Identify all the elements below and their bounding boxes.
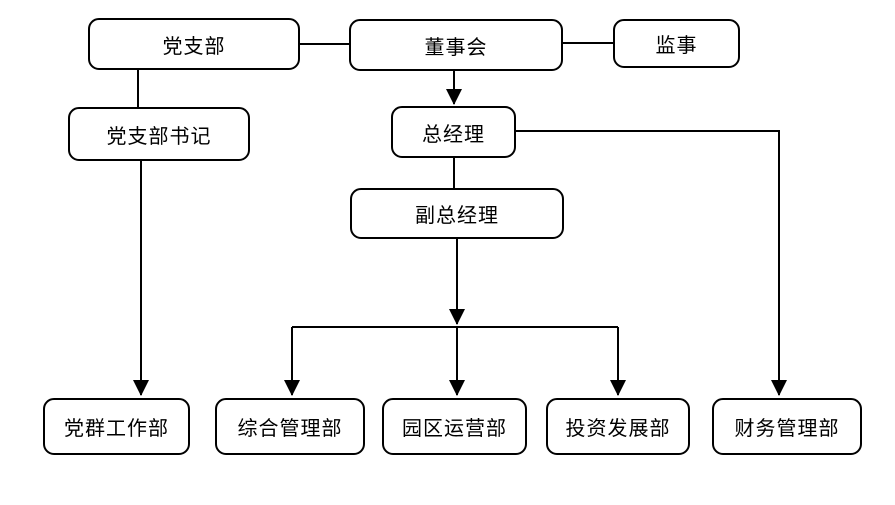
node-finance-management-dept: 财务管理部: [712, 398, 862, 455]
node-general-management-dept: 综合管理部: [215, 398, 365, 455]
node-party-branch-secretary: 党支部书记: [68, 107, 250, 161]
node-deputy-general-manager-label: 副总经理: [415, 205, 499, 227]
node-investment-development-dept: 投资发展部: [546, 398, 690, 455]
node-finance-management-dept-label: 财务管理部: [734, 418, 840, 440]
connector-gm-finance-arrow: [516, 130, 787, 396]
node-park-operations-dept: 园区运营部: [382, 398, 527, 455]
node-board-of-directors: 董事会: [349, 19, 563, 71]
node-supervisor-label: 监事: [655, 35, 698, 57]
node-general-manager-label: 总经理: [422, 123, 485, 146]
node-investment-development-dept-label: 投资发展部: [565, 418, 671, 440]
node-party-mass-work-dept-label: 党群工作部: [64, 418, 169, 440]
node-party-branch: 党支部: [88, 18, 300, 70]
node-party-branch-secretary-label: 党支部书记: [106, 125, 212, 148]
node-party-mass-work-dept: 党群工作部: [43, 398, 190, 455]
node-general-manager: 总经理: [391, 106, 516, 158]
node-deputy-general-manager: 副总经理: [350, 188, 564, 239]
node-general-management-dept-label: 综合管理部: [237, 418, 343, 440]
node-supervisor: 监事: [613, 19, 740, 68]
node-board-of-directors-label: 董事会: [424, 36, 488, 59]
node-park-operations-dept-label: 园区运营部: [402, 418, 507, 440]
node-party-branch-label: 党支部: [162, 35, 226, 58]
